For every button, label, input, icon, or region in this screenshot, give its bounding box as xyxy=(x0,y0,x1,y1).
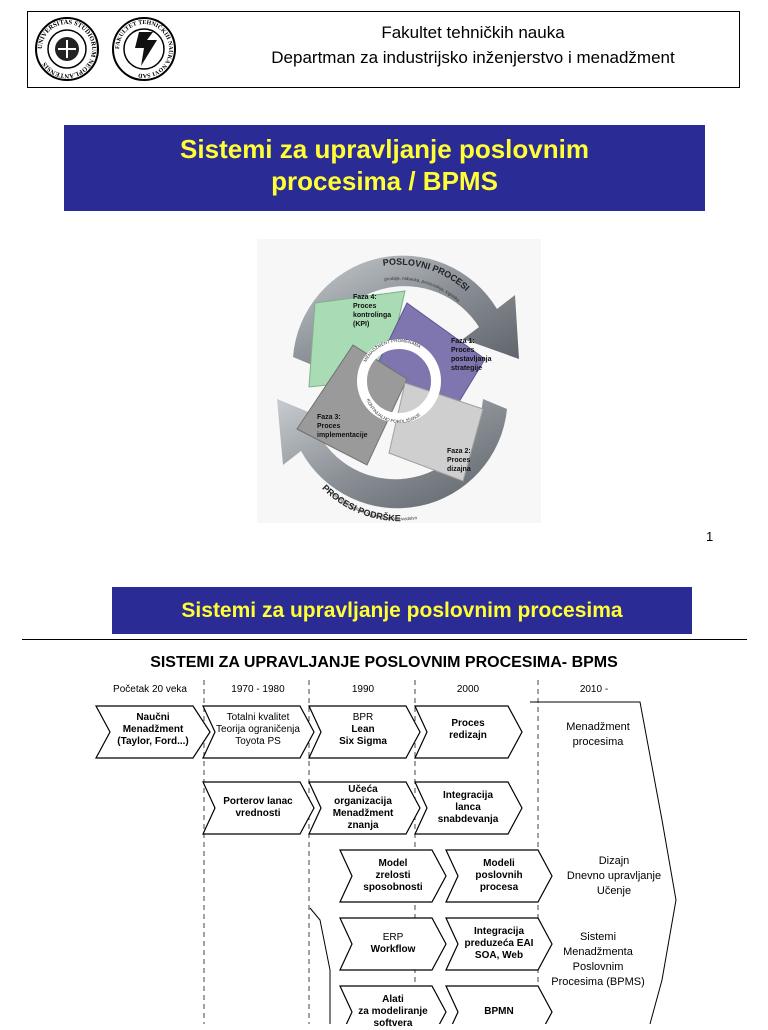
department-name: Departman za industrijsko inženjerstvo i… xyxy=(271,48,675,67)
chevron-r5c4 xyxy=(445,985,553,1024)
faculty-seal-logo: FAKULTET TEHNIČKIH NAUKA NOVI SAD xyxy=(112,17,176,81)
left-bracket-curve xyxy=(309,907,331,1024)
cell-r5c4: BPMN xyxy=(484,1006,514,1017)
lower-cycle-arrow xyxy=(277,399,507,509)
era-label: 1970 - 1980 xyxy=(231,684,285,695)
slide2-title: Sistemi za upravljanje poslovnim procesi… xyxy=(112,587,692,634)
chevron-r2c4 xyxy=(414,781,523,835)
slide1-title-line1: Sistemi za upravljanje poslovnim xyxy=(180,134,589,164)
chevron-r3c3 xyxy=(339,849,447,903)
divider-line xyxy=(22,639,747,640)
phase2-box xyxy=(388,382,484,482)
chevron-r1c1 xyxy=(94,705,211,759)
chevron-r4c3 xyxy=(339,917,447,971)
chevron-r1c4 xyxy=(414,705,523,759)
era-label: 2000 xyxy=(456,684,480,695)
phase3-box xyxy=(296,344,408,466)
upper-cycle-arrow xyxy=(293,255,519,367)
bracket-outline xyxy=(530,701,677,1024)
era-label: Početak 20 veka xyxy=(113,684,187,695)
faculty-header: UNIVERSITAS STUDIORUM NEOPLANTENSIS FAKU… xyxy=(27,11,740,88)
chevron-r5c3 xyxy=(339,985,447,1024)
chevron-r4c4 xyxy=(445,917,553,971)
chevron-r1c3 xyxy=(308,705,421,759)
university-seal-logo: UNIVERSITAS STUDIORUM NEOPLANTENSIS xyxy=(35,17,99,81)
bpm-cycle-diagram: POSLOVNI PROCESI prodaja, nabavka, proiz… xyxy=(257,239,541,523)
page-number: 1 xyxy=(706,529,714,544)
chevron-r3c4 xyxy=(445,849,553,903)
header-text: Fakultet tehničkih nauka Departman za in… xyxy=(213,20,733,70)
slide1-title: Sistemi za upravljanje poslovnim procesi… xyxy=(64,125,705,211)
chevron-r2c2 xyxy=(202,781,315,835)
chevron-r2c3 xyxy=(308,781,421,835)
inner-cycle-ring xyxy=(357,339,441,423)
bpms-timeline-diagram xyxy=(94,680,677,1024)
era-label: 1990 xyxy=(351,684,375,695)
faculty-name: Fakultet tehničkih nauka xyxy=(381,23,565,42)
chevron-r1c2 xyxy=(202,705,315,759)
bpms-diagram-title: SISTEMI ZA UPRAVLJANJE POSLOVNIM PROCESI… xyxy=(150,654,618,671)
slide1-title-line2: procesima / BPMS xyxy=(271,166,498,196)
era-label: 2010 - xyxy=(579,684,609,695)
